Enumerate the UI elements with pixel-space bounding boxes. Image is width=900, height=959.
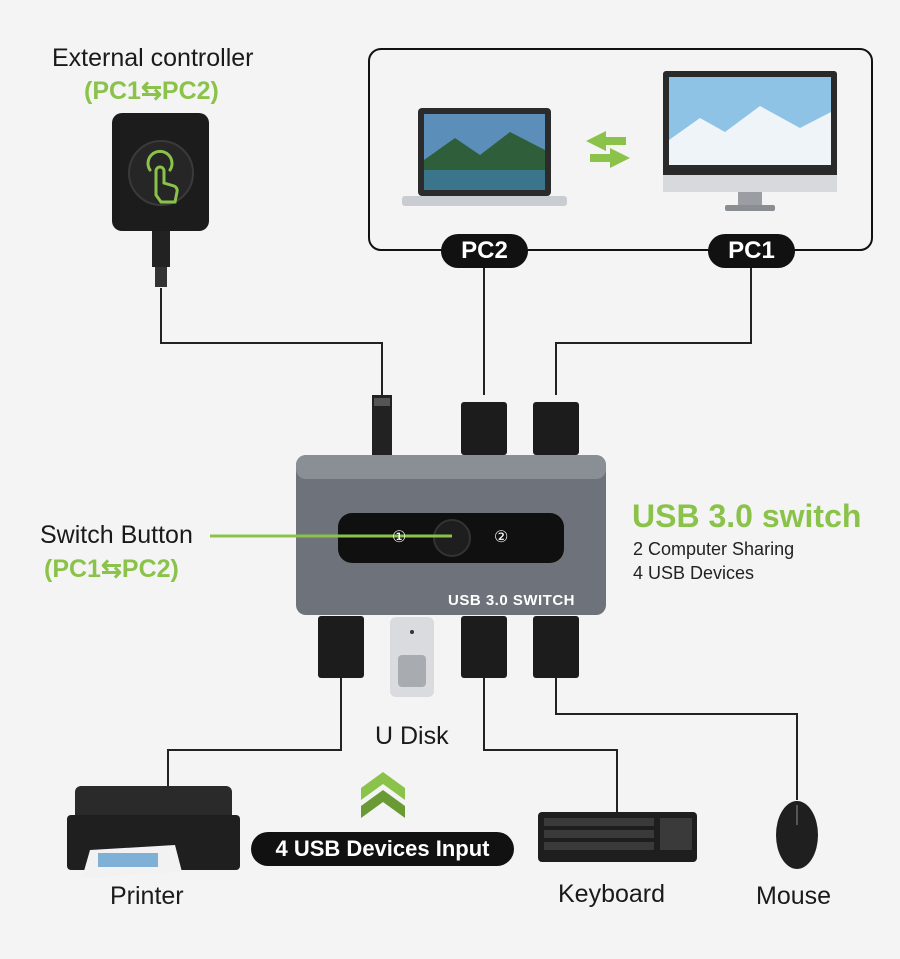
switch-button-title: Switch Button [40,521,193,549]
laptop-icon [402,108,567,206]
u-disk-label: U Disk [375,722,449,750]
monitor-icon [663,71,837,211]
printer-icon [67,786,240,878]
mouse-cable [555,678,798,800]
pc2-label: PC2 [441,234,528,268]
mouse-icon [776,801,818,869]
keyboard-label: Keyboard [558,880,666,908]
usb-switch-body [296,455,606,615]
usb-connector-mouse [533,616,579,678]
switch-button-2-label: ② [494,529,509,546]
pc1-cable [555,268,752,395]
usb-connector-pc1 [533,402,579,455]
keyboard-cable [483,678,618,812]
switch-face-label: USB 3.0 SWITCH [448,592,576,609]
chevron-up-icon [361,772,405,818]
switch-button[interactable] [433,519,471,557]
external-controller[interactable] [112,113,209,287]
usb-connector-pc2 [461,402,507,455]
usb-drive-icon [390,617,434,697]
external-controller-title: External controller [52,44,254,72]
printer-label: Printer [110,882,184,910]
swap-arrows-icon [586,131,630,168]
product-line-2: 4 USB Devices [633,563,755,583]
switch-button-1-label: ① [392,529,407,546]
printer-cable [167,678,342,786]
controller-cable [160,288,383,395]
pc1-label: PC1 [708,234,795,268]
usb-connector-keyboard [461,616,507,678]
connection-lines [160,268,798,812]
input-banner: 4 USB Devices Input [251,832,514,866]
product-line-1: 2 Computer Sharing [633,539,795,559]
external-controller-subtitle: (PC1⇆PC2) [84,77,219,105]
product-title: USB 3.0 switch [632,498,862,534]
keyboard-icon [538,812,697,862]
usb-connector-printer [318,616,364,678]
barrel-connector [372,395,392,455]
touch-button-icon [146,149,179,204]
mouse-label: Mouse [756,882,832,910]
pc-group-frame [368,48,873,251]
switch-button-subtitle: (PC1⇆PC2) [44,555,179,583]
